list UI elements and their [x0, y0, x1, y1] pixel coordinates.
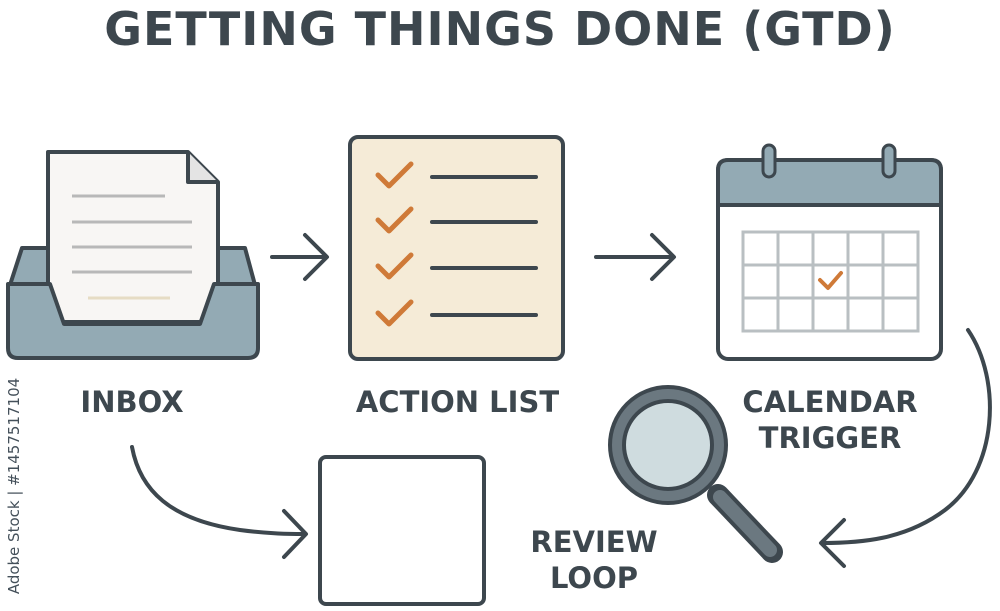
- calendar-label-line1: CALENDAR: [742, 385, 918, 419]
- review-loop-label: REVIEW LOOP: [518, 524, 670, 596]
- calendar-trigger-label: CALENDAR TRIGGER: [720, 384, 940, 456]
- inbox-tray-icon: [6, 150, 260, 360]
- check-mark-icon: [375, 299, 414, 327]
- calendar-label-line2: TRIGGER: [758, 421, 902, 455]
- magnifier-icon: [608, 385, 783, 563]
- check-mark-icon: [375, 206, 414, 234]
- arrow-icon: [270, 233, 329, 281]
- arrow-icon: [819, 328, 992, 568]
- arrow-icon: [130, 445, 308, 559]
- check-mark-icon: [375, 252, 414, 280]
- checklist-icon: [348, 135, 565, 361]
- arrow-icon: [594, 233, 676, 281]
- calendar-icon: [716, 143, 943, 361]
- review-label-line1: REVIEW: [530, 525, 658, 559]
- stock-watermark: Adobe Stock | #1457517104: [3, 370, 25, 602]
- blank-box-icon: [318, 455, 486, 606]
- calendar-grid: [741, 230, 920, 333]
- calendar-check-icon: [818, 271, 843, 290]
- action-list-label: ACTION LIST: [355, 385, 560, 419]
- check-mark-icon: [375, 161, 414, 189]
- watermark-text: Adobe Stock | #1457517104: [5, 377, 23, 595]
- review-label-line2: LOOP: [549, 561, 638, 595]
- diagram-title: GETTING THINGS DONE (GTD): [104, 2, 896, 56]
- inbox-label: INBOX: [80, 385, 184, 419]
